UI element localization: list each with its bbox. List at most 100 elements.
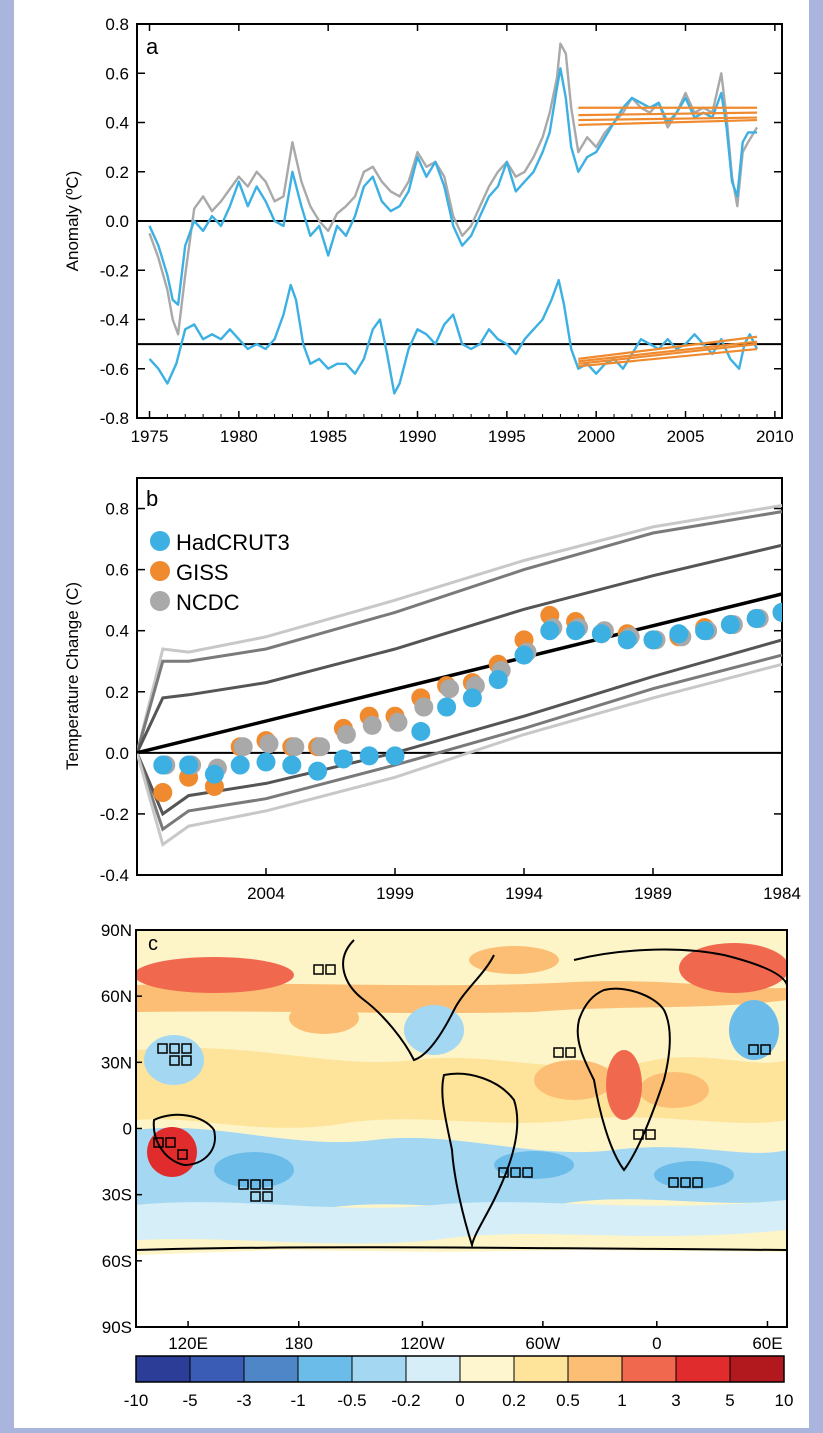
- envelope-line-6: [137, 662, 782, 847]
- y-tick-label-b-3: 0.2: [105, 683, 129, 702]
- point-ncdc-4: [259, 734, 279, 754]
- legend-marker-ncdc: [150, 591, 170, 611]
- point-hadcrut3-21: [695, 621, 715, 641]
- point-hadcrut3-24: [772, 602, 782, 622]
- trend-line-1-0: [578, 335, 758, 360]
- x-tick-label-a-4: 1995: [488, 427, 526, 446]
- point-ncdc-3: [233, 737, 253, 757]
- y-tick-label-a-4: 0.0: [105, 212, 129, 231]
- y-tick-label-b-4: 0.4: [105, 622, 129, 641]
- colorbar-swatch-5: [406, 1356, 461, 1382]
- lat-label-2: 30N: [101, 1053, 132, 1072]
- x-tick-label-a-2: 1985: [309, 427, 347, 446]
- panel-b-legend: HadCRUT3 GISS NCDC: [150, 530, 290, 615]
- colorbar-label-10: 3: [671, 1391, 680, 1410]
- point-hadcrut3-9: [385, 746, 405, 766]
- lon-label-4: 0: [652, 1334, 661, 1353]
- y-tick-label-b-2: 0.0: [105, 744, 129, 763]
- point-giss-0: [153, 783, 173, 803]
- trend-line-0-3: [578, 118, 758, 127]
- y-tick-label-a-1: -0.6: [100, 360, 129, 379]
- colorbar-label-3: -1: [290, 1391, 305, 1410]
- point-ncdc-6: [311, 737, 331, 757]
- colorbar-label-2: -3: [236, 1391, 251, 1410]
- legend-label-hadcrut3: HadCRUT3: [176, 530, 290, 555]
- colorbar-label-6: 0: [455, 1391, 464, 1410]
- lat-label-1: 60N: [101, 987, 132, 1006]
- point-hadcrut3-0: [153, 755, 173, 775]
- point-hadcrut3-10: [411, 721, 431, 741]
- trend-line-0-1: [578, 111, 758, 117]
- y-tick-label-a-8: 0.8: [105, 15, 129, 34]
- panel-a-letter: a: [146, 34, 159, 59]
- colorbar-label-8: 0.5: [556, 1391, 580, 1410]
- colorbar-swatch-9: [622, 1356, 677, 1382]
- y-tick-label-b-0: -0.4: [100, 866, 129, 885]
- colorbar-swatch-2: [244, 1356, 299, 1382]
- colorbar-swatch-6: [460, 1356, 515, 1382]
- point-ncdc-11: [440, 679, 460, 699]
- x-tick-label-a-5: 2000: [577, 427, 615, 446]
- x-tick-label-b-1: 1999: [376, 884, 414, 903]
- colorbar-swatch-1: [190, 1356, 245, 1382]
- point-hadcrut3-16: [566, 621, 586, 641]
- legend-label-giss: GISS: [176, 560, 229, 585]
- point-hadcrut3-6: [308, 761, 328, 781]
- x-tick-label-a-1: 1980: [220, 427, 258, 446]
- y-tick-label-a-7: 0.6: [105, 64, 129, 83]
- panel-b-frame: [136, 477, 783, 876]
- colorbar-label-7: 0.2: [502, 1391, 526, 1410]
- lat-label-3: 0: [123, 1120, 132, 1139]
- y-tick-label-b-5: 0.6: [105, 561, 129, 580]
- lon-label-1: 180: [285, 1334, 313, 1353]
- colorbar-label-5: -0.2: [391, 1391, 420, 1410]
- x-tick-label-b-2: 1994: [505, 884, 543, 903]
- lat-label-0: 90N: [101, 921, 132, 940]
- trend-line-1-1: [578, 340, 758, 363]
- point-hadcrut3-4: [256, 752, 276, 772]
- colorbar-swatch-7: [514, 1356, 569, 1382]
- colorbar-swatch-10: [676, 1356, 731, 1382]
- colorbar-swatch-11: [730, 1356, 785, 1382]
- lon-label-5: 60E: [752, 1334, 782, 1353]
- point-hadcrut3-19: [643, 630, 663, 650]
- lon-label-0: 120E: [168, 1334, 208, 1353]
- colorbar-label-9: 1: [617, 1391, 626, 1410]
- point-ncdc-10: [414, 697, 434, 717]
- trend-line-1-3: [578, 347, 758, 368]
- x-tick-label-a-3: 1990: [399, 427, 437, 446]
- envelope-line-1: [137, 510, 782, 754]
- x-tick-label-b-4: 1984: [763, 884, 801, 903]
- panel-c-letter: c: [148, 933, 158, 955]
- point-hadcrut3-3: [230, 755, 250, 775]
- x-tick-label-a-0: 1975: [131, 427, 169, 446]
- panel-a-ylabel: Anomaly (ºC): [63, 171, 82, 272]
- colorbar-swatch-0: [136, 1356, 191, 1382]
- lat-label-6: 90S: [102, 1318, 132, 1337]
- lat-label-4: 30S: [102, 1186, 132, 1205]
- envelope-line-5: [137, 653, 782, 832]
- point-hadcrut3-20: [669, 624, 689, 644]
- point-hadcrut3-5: [282, 755, 302, 775]
- y-tick-label-a-5: 0.2: [105, 163, 129, 182]
- y-tick-label-a-3: -0.2: [100, 261, 129, 280]
- lon-label-2: 120W: [400, 1334, 444, 1353]
- envelope-line-3: [137, 592, 782, 755]
- colorbar-label-12: 10: [775, 1391, 794, 1410]
- point-ncdc-8: [362, 715, 382, 735]
- colorbar-swatch-3: [298, 1356, 353, 1382]
- point-ncdc-9: [388, 712, 408, 732]
- lon-label-3: 60W: [525, 1334, 560, 1353]
- point-hadcrut3-7: [333, 749, 353, 769]
- colorbar-label-1: -5: [182, 1391, 197, 1410]
- y-tick-label-b-1: -0.2: [100, 805, 129, 824]
- trend-line-0-2: [578, 116, 758, 122]
- point-hadcrut3-23: [746, 608, 766, 628]
- panel-b-ylabel: Temperature Change (C): [63, 582, 82, 770]
